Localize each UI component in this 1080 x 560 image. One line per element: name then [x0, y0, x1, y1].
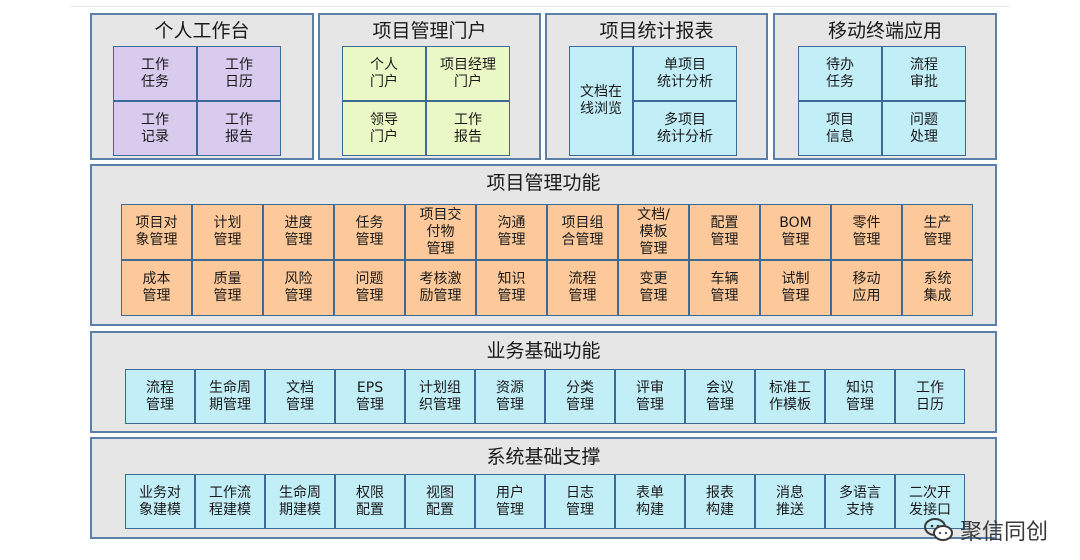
pm-cell: 配置 管理	[689, 204, 760, 260]
pm-cell: 任务 管理	[334, 204, 405, 260]
pm-cell: 项目交 付物 管理	[405, 204, 476, 260]
cell-process-approval: 流程 审批	[882, 46, 966, 101]
biz-cell: 评审 管理	[615, 369, 685, 424]
cell-todo-task: 待办 任务	[798, 46, 882, 101]
sys-cell: 视图 配置	[405, 474, 475, 529]
system-foundation-title: 系统基础支撑	[486, 446, 601, 468]
cell-personal-portal: 个人 门户	[342, 46, 426, 101]
project-portal-title: 项目管理门户	[372, 20, 487, 42]
cell-pm-portal: 项目经理 门户	[426, 46, 510, 101]
biz-cell: 会议 管理	[685, 369, 755, 424]
biz-cell: EPS 管理	[335, 369, 405, 424]
cell-portal-work-report: 工作 报告	[426, 101, 510, 156]
project-management-title: 项目管理功能	[486, 172, 601, 194]
personal-workbench-title: 个人工作台	[154, 20, 250, 42]
biz-cell: 流程 管理	[125, 369, 195, 424]
biz-cell: 分类 管理	[545, 369, 615, 424]
biz-cell: 计划组 织管理	[405, 369, 475, 424]
cell-work-task: 工作 任务	[113, 46, 197, 101]
watermark: 聚信同创	[923, 514, 1048, 546]
cell-issue-handling: 问题 处理	[882, 101, 966, 156]
system-foundation-panel: 系统基础支撑 业务对 象建模 工作流 程建模 生命周 期建模 权限 配置 视图 …	[90, 437, 997, 539]
pm-cell: 变更 管理	[618, 260, 689, 316]
business-foundation-panel: 业务基础功能 流程 管理 生命周 期管理 文档 管理 EPS 管理 计划组 织管…	[90, 331, 997, 433]
sys-cell: 权限 配置	[335, 474, 405, 529]
pm-cell: 计划 管理	[192, 204, 263, 260]
pm-cell: 风险 管理	[263, 260, 334, 316]
wechat-icon	[923, 518, 953, 541]
biz-cell: 标准工 作模板	[755, 369, 825, 424]
cell-work-calendar: 工作 日历	[197, 46, 281, 101]
sys-cell: 用户 管理	[475, 474, 545, 529]
project-management-panel: 项目管理功能 项目对 象管理 计划 管理 进度 管理 任务 管理 项目交 付物 …	[90, 164, 997, 326]
mobile-app-title: 移动终端应用	[827, 20, 942, 42]
cell-project-info: 项目 信息	[798, 101, 882, 156]
project-portal-panel: 项目管理门户 个人 门户 项目经理 门户 领导 门户 工作 报告	[318, 13, 541, 160]
cell-work-record: 工作 记录	[113, 101, 197, 156]
pm-cell: 问题 管理	[334, 260, 405, 316]
cell-multi-project-stats: 多项目 统计分析	[633, 101, 737, 156]
pm-cell: 项目组 合管理	[547, 204, 618, 260]
pm-cell: 移动 应用	[831, 260, 902, 316]
pm-cell: 文档/ 模板 管理	[618, 204, 689, 260]
sys-cell: 报表 构建	[685, 474, 755, 529]
sys-cell: 工作流 程建模	[195, 474, 265, 529]
pm-cell: 系统 集成	[902, 260, 973, 316]
sys-cell: 业务对 象建模	[125, 474, 195, 529]
business-foundation-title: 业务基础功能	[486, 340, 601, 362]
mobile-app-panel: 移动终端应用 待办 任务 流程 审批 项目 信息 问题 处理	[773, 13, 997, 160]
pm-cell: 考核激 励管理	[405, 260, 476, 316]
biz-cell: 文档 管理	[265, 369, 335, 424]
sys-cell: 日志 管理	[545, 474, 615, 529]
cell-online-doc-view: 文档在 线浏览	[569, 46, 633, 156]
pm-cell: 项目对 象管理	[121, 204, 192, 260]
sys-cell: 表单 构建	[615, 474, 685, 529]
pm-cell: 成本 管理	[121, 260, 192, 316]
sys-cell: 生命周 期建模	[265, 474, 335, 529]
biz-cell: 知识 管理	[825, 369, 895, 424]
pm-cell: 试制 管理	[760, 260, 831, 316]
pm-cell: 生产 管理	[902, 204, 973, 260]
pm-cell: BOM 管理	[760, 204, 831, 260]
personal-workbench-panel: 个人工作台 工作 任务 工作 日历 工作 记录 工作 报告	[90, 13, 314, 160]
top-divider	[70, 6, 1010, 7]
cell-single-project-stats: 单项目 统计分析	[633, 46, 737, 101]
pm-cell: 质量 管理	[192, 260, 263, 316]
pm-cell: 车辆 管理	[689, 260, 760, 316]
cell-work-report: 工作 报告	[197, 101, 281, 156]
pm-cell: 流程 管理	[547, 260, 618, 316]
biz-cell: 资源 管理	[475, 369, 545, 424]
project-report-title: 项目统计报表	[599, 20, 714, 42]
sys-cell: 多语言 支持	[825, 474, 895, 529]
biz-cell: 生命周 期管理	[195, 369, 265, 424]
pm-cell: 零件 管理	[831, 204, 902, 260]
project-report-panel: 项目统计报表 文档在 线浏览 单项目 统计分析 多项目 统计分析	[545, 13, 768, 160]
pm-cell: 沟通 管理	[476, 204, 547, 260]
pm-cell: 进度 管理	[263, 204, 334, 260]
sys-cell: 消息 推送	[755, 474, 825, 529]
watermark-text: 聚信同创	[959, 520, 1048, 545]
pm-cell: 知识 管理	[476, 260, 547, 316]
cell-leader-portal: 领导 门户	[342, 101, 426, 156]
biz-cell: 工作 日历	[895, 369, 965, 424]
